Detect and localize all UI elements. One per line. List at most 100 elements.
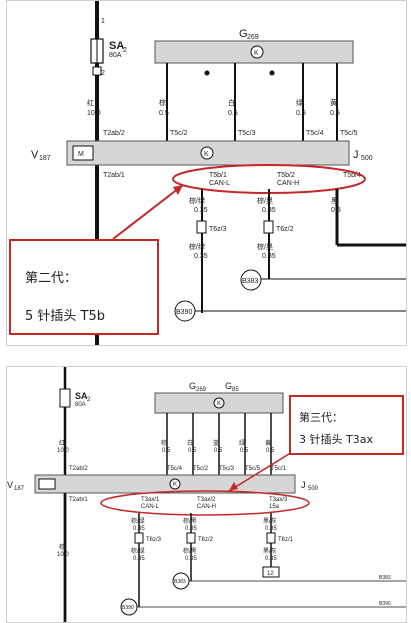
connector-icon	[263, 220, 274, 234]
pin-function: CAN-H	[197, 504, 216, 510]
ground-label: B383	[242, 278, 258, 285]
lower-color-label: 棕/黑	[183, 517, 197, 525]
pin-label: T5c/3	[219, 466, 235, 472]
pin-label: T5b/2	[277, 172, 295, 179]
pin-function: CAN-L	[209, 180, 230, 187]
callout-arrow	[112, 184, 184, 240]
wire-color-label: 棕	[161, 439, 167, 447]
wire-size-label: 0.5	[214, 448, 223, 454]
pin-function: CAN-L	[141, 504, 160, 510]
panel-second-generation: SA 2 80A 1 2 G 269 K 红 10.0 棕 0.5 白	[6, 0, 407, 346]
wire-size-label: 0.5	[296, 110, 306, 117]
pin-function: 15a	[269, 504, 280, 510]
ground-point-b383	[172, 572, 190, 590]
lower-color-label: 棕/黑	[257, 242, 273, 251]
highlight-ellipse	[172, 164, 366, 194]
highlight-ellipse	[100, 490, 310, 516]
pin-label: T2ab/1	[103, 172, 125, 179]
terminal-dot	[204, 70, 210, 76]
connector-label: T6z/2	[276, 226, 294, 233]
lower-color-label: 黑/灰	[263, 547, 277, 555]
pin-label: T5c/5	[340, 130, 358, 137]
fuse-sub: 2	[87, 397, 91, 403]
control-unit-symbol: K	[254, 50, 259, 57]
ground-label: B383	[174, 579, 186, 585]
module-left-name: V	[31, 149, 39, 161]
callout-arrowhead	[173, 185, 183, 195]
lower-size-label: 0.35	[194, 253, 208, 260]
lower-color-label: 棕/黑	[183, 547, 197, 555]
control-unit-name1: G	[189, 381, 196, 391]
connector-label: T6z/2	[198, 537, 214, 543]
module-k-icon	[169, 478, 181, 490]
lower-size-label: 0.35	[262, 253, 276, 260]
pin-label: T5c/4	[306, 130, 324, 137]
wire-size-label: 10.0	[87, 110, 101, 117]
module-symbol: K	[204, 151, 209, 158]
lower-size-label: 0.5	[331, 207, 341, 214]
fuse-ref-label: 12	[267, 571, 274, 577]
pin-label: T3ax/1	[141, 497, 160, 503]
pin-label: T5b/1	[209, 172, 227, 179]
connector-label: T6z/1	[278, 537, 294, 543]
terminal-dot	[269, 70, 275, 76]
wire-size-label: 0.5	[162, 448, 171, 454]
control-unit-name: G	[239, 28, 248, 40]
lower-color-label: 黑	[331, 197, 338, 205]
wiring-diagram-top: SA 2 80A 1 2 G 269 K 红 10.0 棕 0.5 白	[31, 1, 406, 345]
wire-color-label: 棕	[159, 98, 166, 107]
lower-color-label: 棕/黑	[257, 196, 273, 205]
control-unit-k-icon	[213, 397, 225, 409]
connector-label: T6z/3	[146, 537, 162, 543]
fuse-rating: 80A	[75, 402, 86, 408]
connector-icon	[134, 532, 144, 544]
callout-title: 第二代：	[25, 271, 78, 286]
wire-size-label: 0.5	[240, 448, 249, 454]
panel-third-generation: SA 2 80A G 269 G 85 K 红 10.0 棕 0.5 白 0.5…	[6, 366, 407, 623]
lower-size-label: 0.35	[133, 526, 145, 532]
control-unit-sub2: 85	[232, 387, 239, 393]
lower-size-label: 0.35	[262, 207, 276, 214]
wire-size-label: 0.5	[228, 110, 238, 117]
module-right-sub: 500	[308, 486, 319, 492]
lower-size-label: 0.35	[185, 526, 197, 532]
fuse-sub: 2	[123, 47, 127, 54]
callout-text: 5 针插头 T5b	[25, 309, 105, 324]
ground-point-b390	[174, 300, 196, 322]
wire-color-label: 绿	[296, 98, 303, 107]
lower-size-label: 0.35	[265, 556, 277, 562]
fuse-name: SA	[75, 391, 88, 401]
lower-color-label: 棕/绿	[189, 242, 205, 251]
connector-icon	[186, 532, 196, 544]
control-unit-sub1: 269	[196, 387, 207, 393]
callout-arrowhead	[229, 482, 238, 491]
callout-box-third-gen: 第三代： 3 针插头 T3ax	[289, 395, 404, 455]
lower-color-label: 棕/绿	[189, 196, 205, 205]
wire-size-label: 0.5	[159, 110, 169, 117]
pin-label: T5c/3	[238, 130, 256, 137]
wire-color-label: 红	[87, 98, 94, 107]
ground-label: B390	[176, 309, 192, 316]
lower-size-label: 0.35	[194, 207, 208, 214]
wire-color-label: 黄	[265, 439, 271, 447]
control-unit-symbol: K	[217, 401, 221, 407]
pin-label: T5c/5	[245, 466, 261, 472]
pin-label: T5c/1	[271, 466, 287, 472]
pin-label: T5c/2	[170, 130, 188, 137]
pin-label: T3ax/2	[197, 497, 216, 503]
motor-icon	[38, 478, 56, 490]
ground-label: B390	[122, 605, 134, 611]
pin-function: CAN-H	[277, 180, 299, 187]
control-unit-sub: 269	[247, 34, 259, 41]
connector-icon	[196, 220, 207, 234]
fuse-pin-top-label: 1	[101, 18, 105, 25]
pin-label: T5c/4	[167, 466, 183, 472]
pin-label: T5b/4	[343, 172, 361, 179]
callout-title: 第三代：	[299, 411, 343, 424]
ground-point-b383	[240, 269, 262, 291]
wire-color-label: 白	[228, 98, 235, 107]
module-left-sub: 187	[14, 486, 25, 492]
wire-size-label: 0.5	[266, 448, 275, 454]
fuse-pin-bottom	[92, 66, 102, 76]
